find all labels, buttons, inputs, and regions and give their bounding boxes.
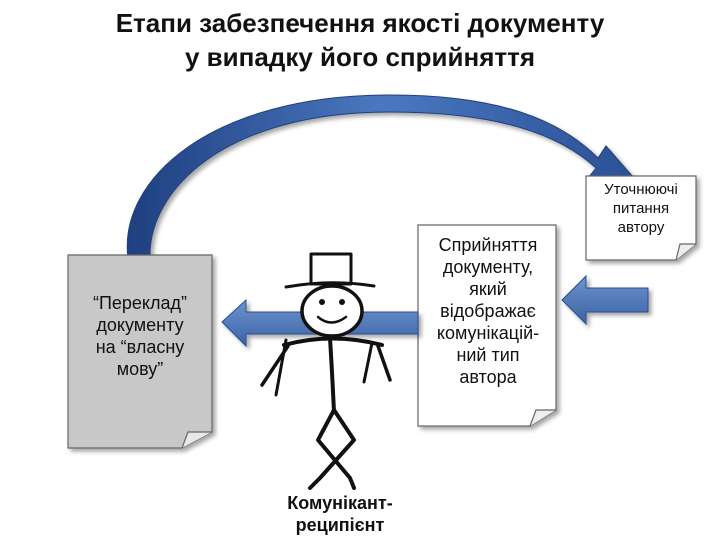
- perception-line-1: Сприйняття: [438, 235, 538, 255]
- right-arm: [376, 344, 392, 382]
- perception-document: [417, 224, 557, 427]
- translation-line-3: на “власну: [95, 337, 185, 357]
- page-title: Етапи забезпечення якості документу у ви…: [0, 6, 720, 74]
- questions-line-2: питання: [612, 200, 670, 217]
- hat-brim: [284, 281, 376, 289]
- perception-line-5: комунікацій-: [436, 323, 540, 343]
- translation-line-4: мову”: [116, 359, 164, 379]
- title-line-2: у випадку його сприйняття: [185, 42, 535, 72]
- perception-line-4: відображає: [440, 301, 536, 321]
- stick-figure: [260, 252, 392, 490]
- recipient-line-2: реципієнт: [295, 515, 385, 535]
- perception-line-2: документу,: [442, 257, 534, 277]
- right-leg: [308, 408, 356, 490]
- questions-line-3: автору: [617, 219, 665, 236]
- perception-line-3: який: [469, 279, 507, 299]
- perception-text: Сприйняття документу, який відображає ко…: [420, 234, 556, 388]
- head: [300, 284, 364, 338]
- body: [328, 336, 336, 414]
- translation-line-1: “Переклад”: [92, 293, 188, 313]
- title-line-1: Етапи забезпечення якості документу: [115, 8, 605, 38]
- shoulders: [282, 336, 384, 347]
- questions-line-1: Уточнюючі: [604, 181, 678, 198]
- perception-line-6: ний тип: [456, 345, 520, 365]
- translation-text: “Переклад” документу на “власну мову”: [74, 292, 206, 380]
- left-leg: [316, 408, 356, 490]
- translation-line-2: документу: [96, 315, 184, 335]
- questions-document: [585, 175, 697, 261]
- translation-document: [67, 254, 213, 449]
- recipient-line-1: Комунікант-: [287, 493, 393, 513]
- perception-line-7: автора: [459, 367, 517, 387]
- recipient-label: Комунікант- реципієнт: [270, 492, 410, 536]
- hat-crown: [309, 252, 353, 286]
- feedback-curved-arrow: [126, 94, 642, 259]
- questions-text: Уточнюючі питання автору: [586, 180, 696, 237]
- arrow-to-perception: [561, 274, 649, 326]
